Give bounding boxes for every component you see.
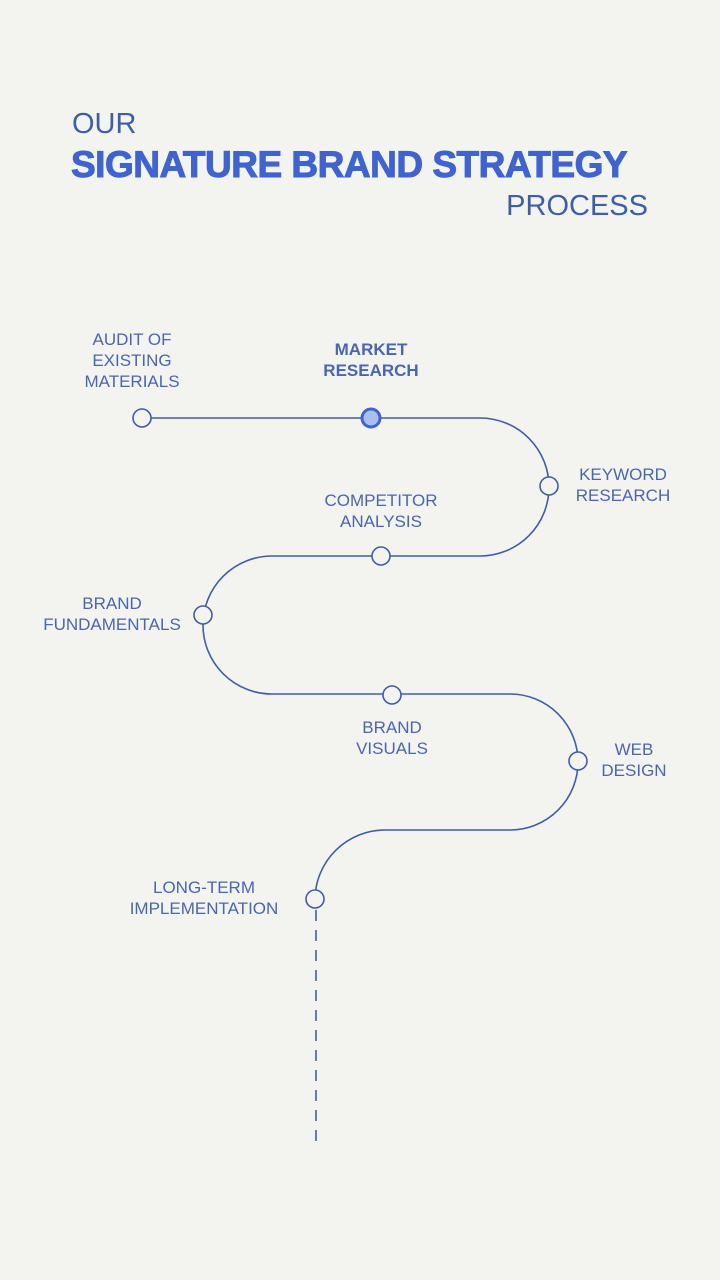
- step-label-long-term-implementation: LONG-TERM IMPLEMENTATION: [129, 878, 279, 918]
- step-label-market-research: MARKET RESEARCH: [323, 340, 419, 380]
- step-node: [382, 685, 402, 705]
- step-node: [371, 546, 391, 566]
- step-node: [193, 605, 213, 625]
- process-path: [142, 417, 579, 900]
- title-line-our: OUR: [72, 108, 137, 140]
- step-node-active: [360, 407, 382, 429]
- step-label-keyword-research: KEYWORD RESEARCH: [575, 465, 671, 505]
- title-line-process: PROCESS: [506, 190, 648, 222]
- step-node: [539, 476, 559, 496]
- step-label-brand-visuals: BRAND VISUALS: [356, 718, 428, 758]
- step-label-web-design: WEB DESIGN: [601, 740, 667, 780]
- step-node: [568, 751, 588, 771]
- title-main: SIGNATURE BRAND STRATEGY: [70, 144, 628, 186]
- step-label-brand-fundamentals: BRAND FUNDAMENTALS: [43, 594, 181, 634]
- step-node: [305, 889, 325, 909]
- step-node: [132, 408, 152, 428]
- step-label-audit: AUDIT OF EXISTING MATERIALS: [84, 330, 180, 391]
- step-label-competitor-analysis: COMPETITOR ANALYSIS: [324, 491, 438, 531]
